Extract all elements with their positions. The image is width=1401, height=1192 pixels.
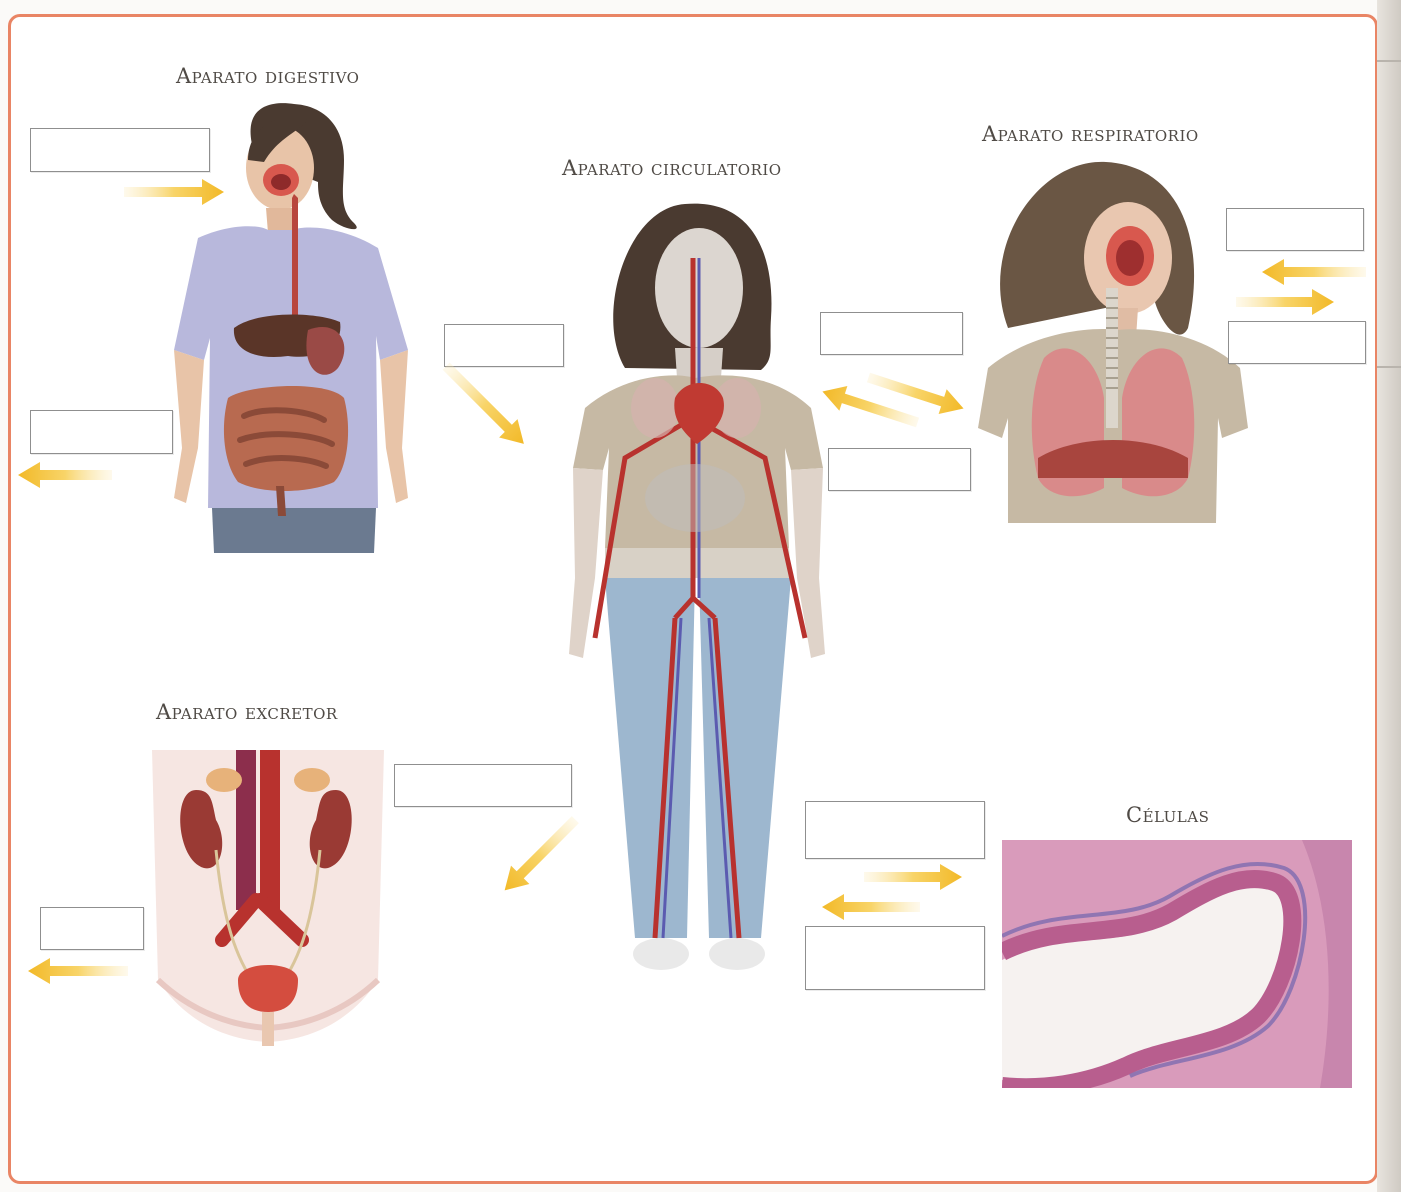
label-box-respiratory-output[interactable] (1228, 321, 1366, 364)
arrow-icon (28, 956, 128, 986)
title-circulatory: Aparato circulatorio (562, 156, 782, 180)
title-cells: Células (1126, 803, 1209, 827)
cells-micrograph (1002, 840, 1352, 1088)
label-box-cells-to-circulatory[interactable] (805, 926, 985, 990)
arrow-icon (864, 862, 962, 892)
page-edge (1377, 0, 1401, 1192)
label-box-circulatory-to-respiratory[interactable] (820, 312, 963, 355)
label-box-respiratory-to-circulatory[interactable] (828, 448, 971, 491)
title-digestive: Aparato digestivo (176, 64, 359, 88)
arrow-icon (1236, 287, 1334, 317)
title-respiratory: Aparato respiratorio (982, 122, 1199, 146)
title-excretory: Aparato excretor (156, 700, 338, 724)
arrow-icon (1262, 257, 1366, 287)
label-box-excretory-output[interactable] (40, 907, 144, 950)
label-box-digestive-input[interactable] (30, 128, 210, 172)
excretory-system-illustration (152, 750, 384, 1050)
label-box-digestive-output[interactable] (30, 410, 173, 454)
label-box-circulatory-to-excretory[interactable] (394, 764, 572, 807)
arrow-icon (822, 892, 920, 922)
arrow-icon (18, 460, 112, 490)
respiratory-system-illustration (978, 158, 1248, 523)
label-box-respiratory-input[interactable] (1226, 208, 1364, 251)
arrow-icon (124, 177, 224, 207)
label-box-circulatory-to-cells[interactable] (805, 801, 985, 859)
circulatory-system-illustration (565, 198, 830, 978)
